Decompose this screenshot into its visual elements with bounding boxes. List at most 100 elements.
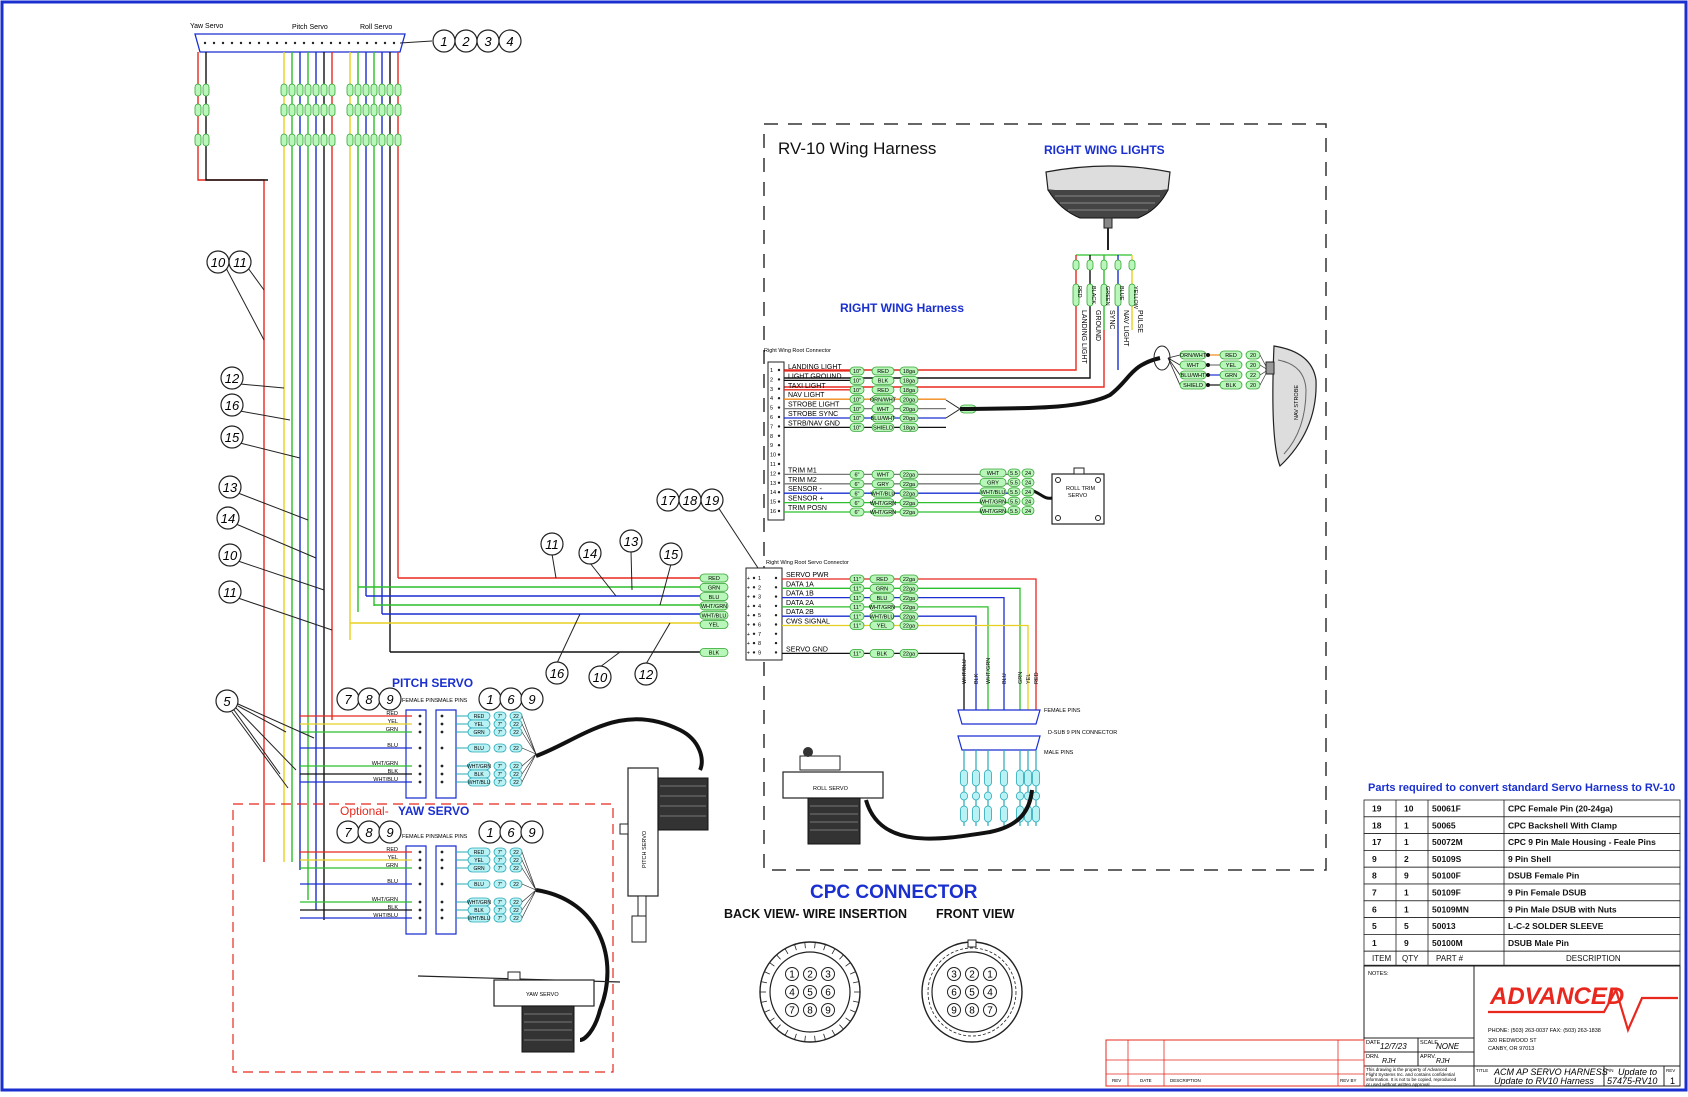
svg-text:+: + [747,595,750,601]
svg-text:6": 6" [854,491,859,497]
cpc-title: CPC CONNECTOR [810,882,978,903]
pitch-wire-pill: YEL [467,719,491,729]
pitch-callout-b-6: 6 [499,687,523,711]
cpc-pin: 3 [951,970,957,981]
svg-text:22: 22 [513,850,519,856]
yaw-servo-unit: YAW SERVO [417,888,621,1053]
svg-text:BLK: BLK [709,651,720,657]
root-len-pill: 10" [849,366,865,376]
svg-text:BLU: BLU [474,882,484,888]
servo-pin-num: 3 [758,595,761,601]
dsub9-right: FEMALE PINS D-SUB 9 PIN CONNECTOR MALE P… [957,708,1117,756]
bom-part: 50061F [1432,804,1461,814]
roll-servo-label: ROLL SERVO [813,786,849,792]
root-pin-name: TRIM POSN [788,505,827,512]
svg-text:22ga: 22ga [903,596,916,602]
bundle-tag [312,83,320,97]
svg-text:14: 14 [221,511,235,526]
strobe-wire-pill: WHT [1179,360,1207,370]
svg-text:22: 22 [513,730,519,736]
bundle-tag [378,133,386,147]
svg-text:19: 19 [705,493,719,508]
property-note-4: or used without written approval. [1366,1082,1431,1087]
svg-text:ORN/WHT: ORN/WHT [1180,353,1207,359]
desc-col-label: DESCRIPTION [1170,1078,1201,1083]
root-pin-name: STRB/NAV GND [788,420,840,427]
pitch-len-pill: 7" [493,743,507,753]
strobe-right-pill: GRN [1219,370,1243,380]
bundle-tag [328,103,336,117]
svg-text:20ga: 20ga [903,397,916,403]
pitch-wire-label: WHT/BLU [373,777,398,783]
svg-text:22ga: 22ga [903,473,916,479]
top-pin-dot [392,41,396,45]
bom-desc: 9 Pin Male DSUB with Nuts [1508,904,1617,914]
root-color-pill: SHIELD [871,422,895,432]
svg-text:+: + [747,613,750,619]
servo-len-pill: 11" [849,611,865,621]
svg-text:3: 3 [484,34,492,49]
servo-len-pill: 11" [849,583,865,593]
pitch-ga-pill: 22 [509,761,523,771]
servo-len-pill: 11" [849,602,865,612]
svg-text:BLK: BLK [1226,383,1237,389]
svg-text:WHT: WHT [877,473,890,479]
optional-label: Optional- [340,804,389,818]
bundle-tag [370,133,378,147]
servo-pin-num: 4 [758,604,761,610]
top-callout-3: 3 [476,29,500,53]
svg-text:22: 22 [513,714,519,720]
nav-strobe-unit: NAV STROBE [1265,345,1317,468]
svg-text:7: 7 [344,825,352,840]
root-pin-name: TRIM M2 [788,477,817,484]
yaw-wire-pill: GRN [467,863,491,873]
bom-part: 50109MN [1432,904,1469,914]
svg-text:11": 11" [853,624,861,630]
servo-pin-num: 1 [758,576,761,582]
yaw-male-label: MALE PINS [438,834,468,840]
svg-text:YEL: YEL [474,858,484,864]
bundle-tag [312,103,320,117]
servo-pin-num: 7 [758,632,761,638]
servo-gauge-pill: 22ga [899,583,919,593]
servo-pin-name: DATA 2B [786,609,814,616]
trim-end-pill: 24 [1021,487,1035,497]
svg-text:BLK: BLK [474,772,484,778]
left-callout-13: 13 [218,475,242,499]
top-pin-dot [230,41,234,45]
yaw-len-pill: 7" [493,863,507,873]
bom-item: 18 [1372,820,1382,830]
bundle-tag [280,83,288,97]
yaw-servo-body-label: YAW SERVO [526,992,559,998]
svg-text:22ga: 22ga [903,510,916,516]
svg-text:WHT/GRN: WHT/GRN [870,510,896,516]
mid-callout-14: 14 [578,541,602,565]
root-len-pill: 10" [849,375,865,385]
pitch-servo-label: Pitch Servo [292,24,328,31]
servo-pin-num: 2 [758,585,761,591]
mid-callout-10: 10 [588,665,612,689]
root-pin-num: 8 [770,434,773,440]
svg-text:22: 22 [513,772,519,778]
bom-header-item: ITEM [1372,954,1391,963]
notes-label: NOTES: [1368,971,1389,977]
svg-text:7": 7" [498,908,503,914]
svg-text:20ga: 20ga [903,407,916,413]
svg-text:8: 8 [365,692,373,707]
date-label: DATE [1366,1040,1381,1046]
svg-text:YEL: YEL [709,623,719,629]
servo-left-pill: WHT/GRN [699,601,729,611]
root-pin-name: STROBE SYNC [788,411,838,418]
conn-callout-18: 18 [678,488,702,512]
bom-header-part: PART # [1436,954,1464,963]
top-pin-dot [221,41,225,45]
servo-color-pill: WHT/GRN [869,602,895,612]
strobe-right-pill: BLK [1219,380,1243,390]
svg-text:7": 7" [498,730,503,736]
top-pin-dot [320,41,324,45]
root-pin-num: 7 [770,424,773,430]
servo-pin-name: CWS SIGNAL [786,619,830,626]
rev-value: 1 [1670,1076,1675,1086]
